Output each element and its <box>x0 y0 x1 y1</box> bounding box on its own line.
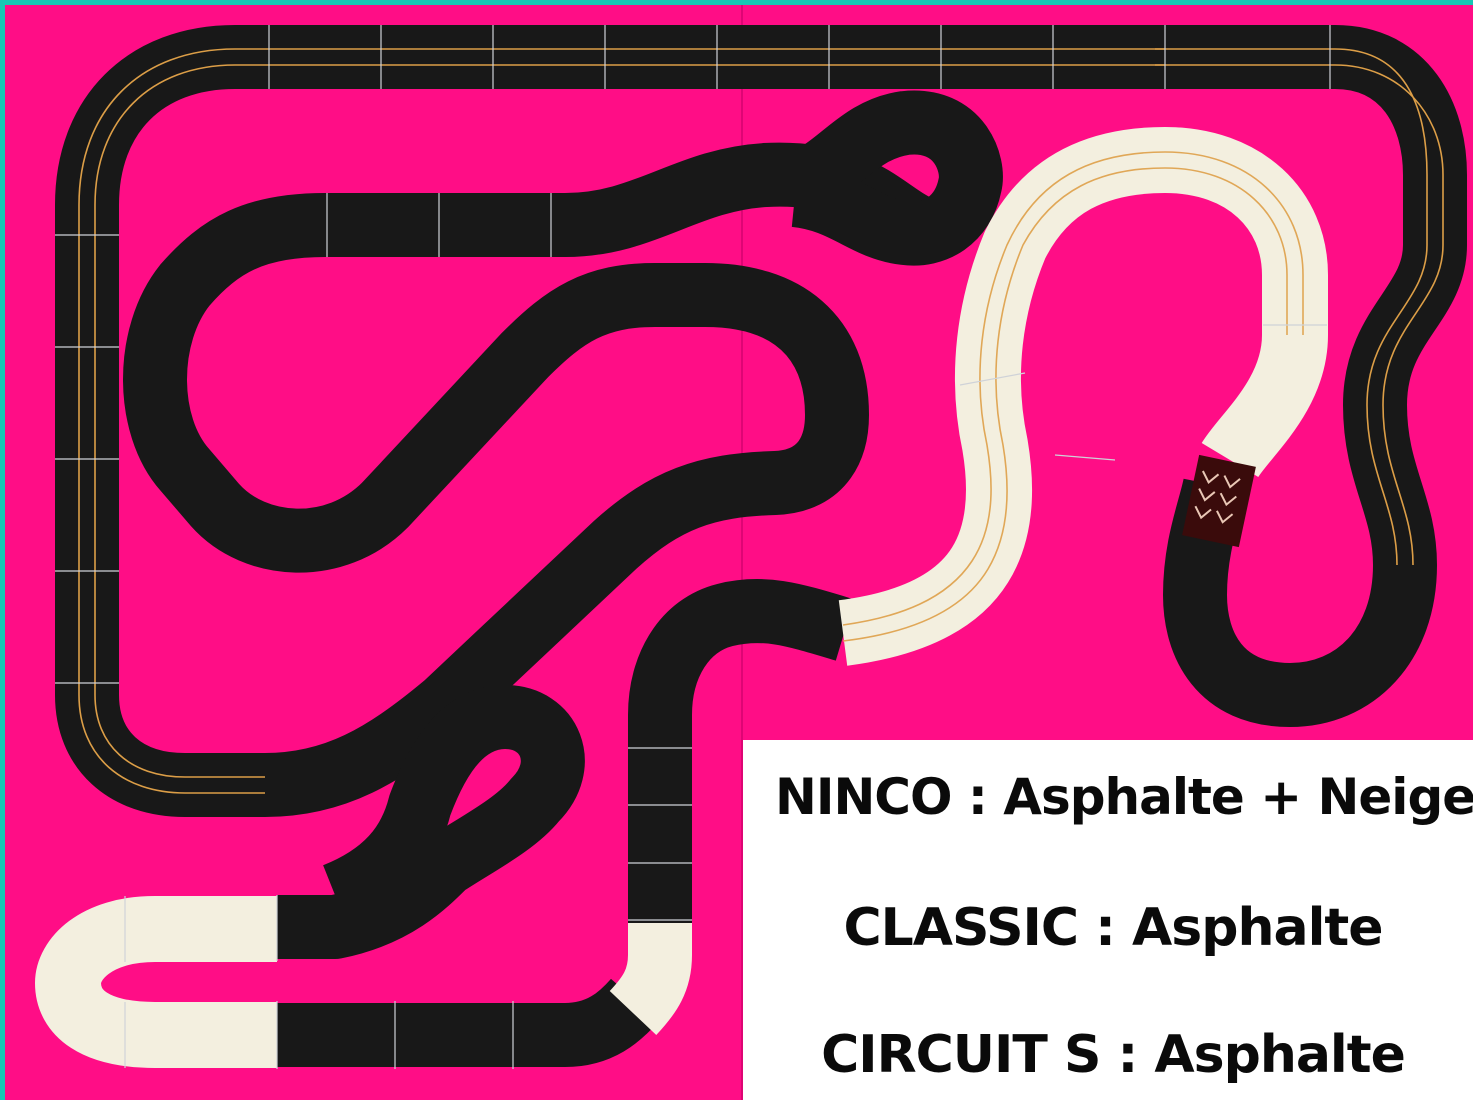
track-bottom-loop <box>277 685 585 959</box>
snow-bottom-left-turn <box>35 896 277 1068</box>
grid-chevron <box>1194 470 1220 520</box>
slot-line-outer-a <box>78 48 1165 794</box>
track-bottom-straight <box>277 978 659 1067</box>
legend-ninco: NINCO : Asphalte + Neige <box>775 768 1473 826</box>
slot-line-right-b <box>1155 64 1444 566</box>
track-right-side <box>1155 25 1467 727</box>
surface-legend: NINCO : Asphalte + Neige CLASSIC : Aspha… <box>743 740 1473 1100</box>
track-board <box>5 5 1473 1100</box>
seam <box>1054 454 1116 461</box>
grid-chevrons <box>1194 470 1241 524</box>
tile-seams <box>55 25 1331 1069</box>
slot-lines <box>78 48 1444 794</box>
snow-track <box>35 127 1328 1068</box>
slot-line-outer-b <box>94 64 1165 778</box>
legend-classic: CLASSIC : Asphalte <box>843 898 1383 958</box>
start-finish-marking <box>1182 454 1256 548</box>
track-outer-loop <box>55 25 1165 817</box>
track-center-descent <box>628 579 855 925</box>
grid-chevron <box>1216 475 1241 524</box>
start-grid <box>1182 454 1256 548</box>
snow-s-curve <box>838 127 1328 666</box>
slot-line-right-a <box>1155 48 1428 566</box>
slot-line-snow-b <box>842 167 1288 642</box>
legend-circuit-s: CIRCUIT S : Asphalte <box>821 1025 1406 1085</box>
snow-bottom-center <box>609 923 692 1035</box>
seam <box>959 372 1026 386</box>
track-top-loop <box>786 90 1003 266</box>
asphalt-track <box>55 25 1467 1067</box>
slot-line-snow-a <box>842 151 1304 626</box>
